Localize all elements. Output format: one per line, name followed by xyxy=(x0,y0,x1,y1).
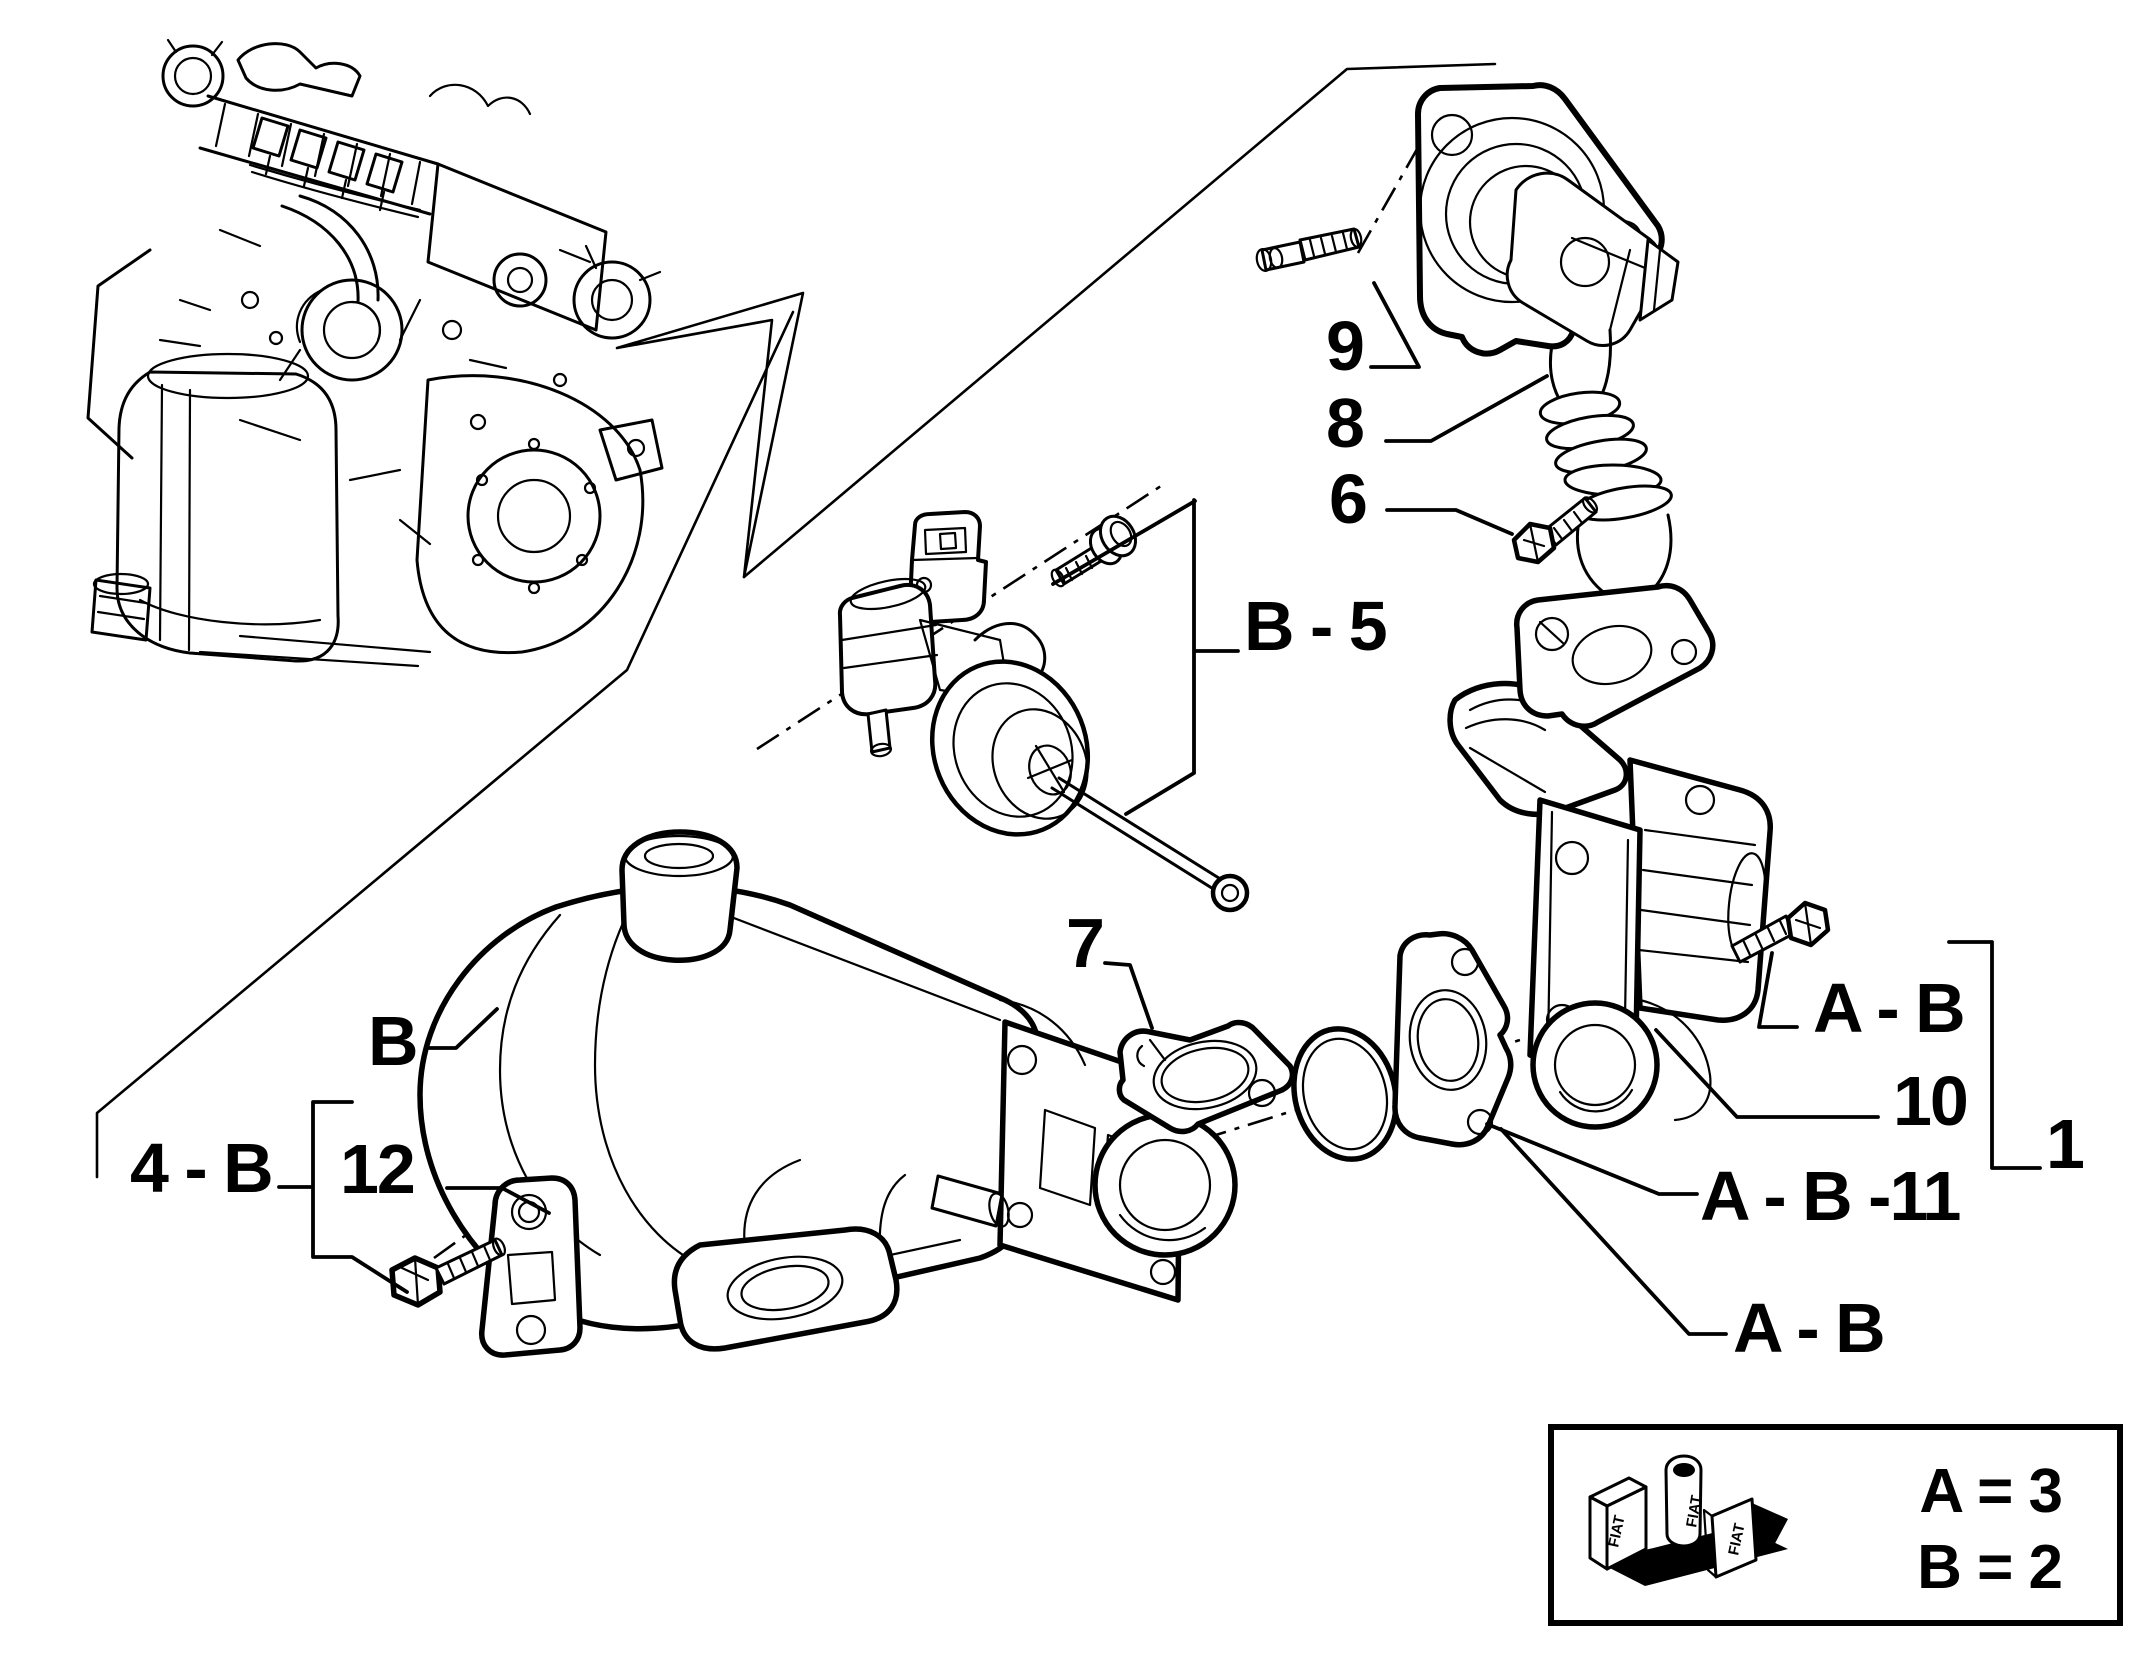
engine-overview-illustration xyxy=(86,38,664,668)
callout-8: 8 xyxy=(1326,384,1363,462)
callout-12: 12 xyxy=(340,1130,414,1208)
reference-zigzag-arrow xyxy=(95,62,1497,1179)
egr-valve-assembly xyxy=(1447,680,1773,1130)
b5-solenoid-body xyxy=(837,583,938,717)
legend-line-a: A = 3 xyxy=(1919,1457,2062,1526)
bolt-6 xyxy=(1511,496,1599,565)
callout-ab-top: A - B xyxy=(1813,969,1964,1047)
cooler-outlet-stub xyxy=(619,829,740,963)
callout-ab11: A - B -11 xyxy=(1700,1157,1960,1235)
callout-b: B xyxy=(368,1002,417,1080)
stud-9 xyxy=(1255,227,1363,272)
callout-4b: 4 - B xyxy=(130,1129,272,1207)
solenoid-valve-b5 xyxy=(837,510,1250,913)
callout-10: 10 xyxy=(1893,1062,1967,1140)
pipe-8-bottom-flange xyxy=(1514,582,1716,729)
fiat-parts-boxes-icon: FIAT FIAT FIAT xyxy=(1588,1454,1788,1586)
fiat-logo-right: FIAT xyxy=(1725,1522,1748,1557)
cooler-hose-nipple xyxy=(930,1174,1004,1228)
gasket-ab11 xyxy=(1392,930,1514,1148)
pipe-8-assembly xyxy=(1415,82,1716,729)
callout-b5: B - 5 xyxy=(1244,587,1386,665)
callout-leaders xyxy=(277,281,2042,1336)
egr-valve-motor xyxy=(1627,757,1773,1023)
gasket-12 xyxy=(479,1175,583,1358)
bolt-ab xyxy=(1730,900,1831,964)
callout-9: 9 xyxy=(1326,307,1363,385)
oring-seal xyxy=(1291,1026,1399,1162)
legend-box: FIAT FIAT FIAT A = 3 B = 2 xyxy=(1548,1424,2123,1626)
fiat-logo-left: FIAT xyxy=(1605,1514,1628,1549)
legend-line-b: B = 2 xyxy=(1917,1533,2062,1602)
callout-labels: 9 8 6 B - 5 7 B 4 - B 12 A - B 10 1 A - … xyxy=(130,307,2085,1367)
cooler-bottom-flange xyxy=(671,1226,900,1352)
callout-1: 1 xyxy=(2046,1105,2083,1183)
bolt-12 xyxy=(389,1237,507,1308)
cooler-outlet-ring xyxy=(1092,1112,1238,1258)
callout-6: 6 xyxy=(1329,460,1366,538)
fiat-logo-tube: FIAT xyxy=(1683,1494,1705,1529)
callout-ab-bottom: A - B xyxy=(1733,1289,1884,1367)
gasket-7 xyxy=(1116,1019,1296,1135)
callout-7: 7 xyxy=(1066,904,1103,982)
